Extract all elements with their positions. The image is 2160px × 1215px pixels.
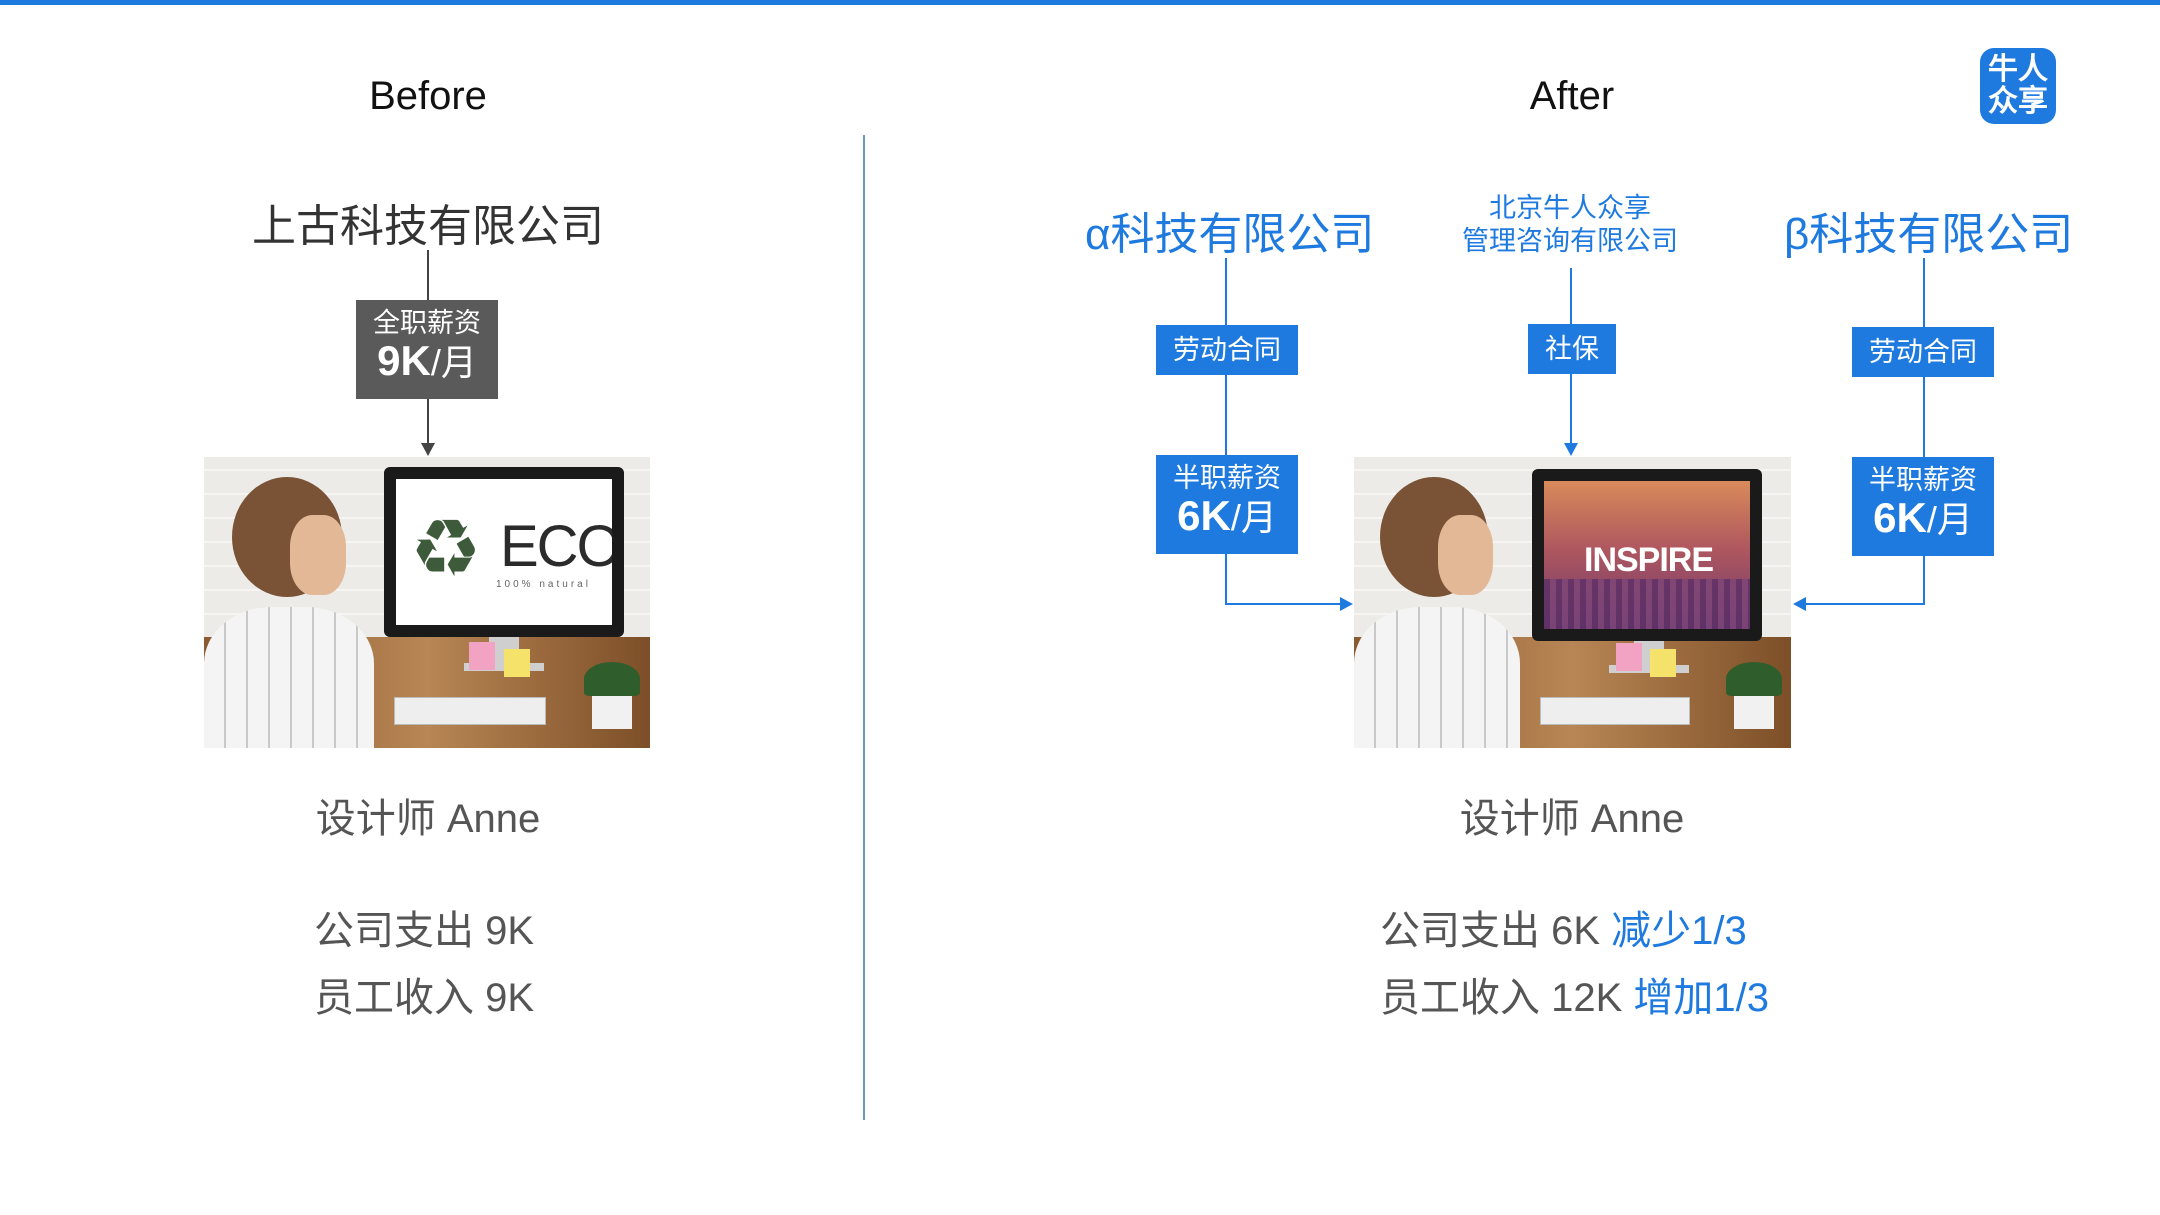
after-tag-left-contract: 劳动合同 — [1156, 325, 1298, 375]
after-left-line-2 — [1225, 375, 1227, 455]
after-salary-left-label: 半职薪资 — [1173, 463, 1281, 493]
after-screen-text: INSPIRE — [1584, 541, 1714, 579]
after-company-center: 北京牛人众享 管理咨询有限公司 — [1430, 192, 1710, 258]
after-center-line-2 — [1570, 374, 1572, 443]
before-screen-subtext: 100% natural — [496, 579, 591, 590]
before-salary-unit: /月 — [430, 342, 477, 383]
after-center-line-1 — [1570, 268, 1572, 326]
before-salary-amount: 9K — [377, 337, 431, 384]
after-company-beta: β科技有限公司 — [1784, 210, 2074, 259]
after-arrow-right — [1340, 597, 1353, 611]
before-arrow-down — [421, 443, 435, 456]
after-stat-income-change: 增加1/3 — [1633, 976, 1770, 1020]
after-company-center-line2: 管理咨询有限公司 — [1462, 226, 1678, 256]
before-stat-income: 员工收入 9K — [314, 976, 535, 1020]
logo-line-1: 牛人 — [1988, 53, 2048, 86]
after-person — [1354, 607, 1520, 748]
after-salary-right-box: 半职薪资 6K/月 — [1852, 457, 1994, 556]
before-connector-bottom — [427, 399, 429, 443]
after-left-line-1 — [1225, 258, 1227, 328]
after-salary-right-unit: /月 — [1926, 499, 1973, 540]
after-arrow-left — [1793, 597, 1806, 611]
after-stat-income: 员工收入 12K 增加1/3 — [1380, 965, 1769, 1023]
after-designer-photo: INSPIRE — [1354, 457, 1791, 748]
top-accent-bar — [0, 0, 2160, 5]
before-company-name: 上古科技有限公司 — [252, 202, 604, 251]
after-stat-expense-label: 公司支出 6K — [1380, 909, 1601, 953]
after-left-line-4 — [1225, 603, 1340, 605]
before-caption: 设计师 Anne — [315, 797, 541, 841]
after-salary-left-unit: /月 — [1230, 497, 1277, 538]
after-salary-right-label: 半职薪资 — [1869, 465, 1977, 495]
after-right-line-2 — [1923, 377, 1925, 457]
after-left-line-3 — [1225, 554, 1227, 604]
after-salary-left-box: 半职薪资 6K/月 — [1156, 455, 1298, 554]
after-right-line-4 — [1806, 603, 1925, 605]
before-screen-text: ECO — [500, 514, 612, 579]
after-salary-right-amount: 6K — [1873, 494, 1927, 541]
after-stat-expense: 公司支出 6K 减少1/3 — [1380, 898, 1747, 956]
recycle-icon: ♻ — [410, 504, 482, 593]
before-salary-box: 全职薪资 9K/月 — [356, 300, 498, 399]
heading-after: After — [1529, 74, 1615, 118]
before-person — [204, 607, 374, 748]
after-company-alpha: α科技有限公司 — [1085, 210, 1375, 259]
after-salary-left-amount: 6K — [1177, 492, 1231, 539]
after-stat-expense-change: 减少1/3 — [1611, 909, 1747, 953]
before-salary-label: 全职薪资 — [373, 308, 481, 338]
logo-line-2: 众享 — [1988, 85, 2048, 118]
after-stat-income-label: 员工收入 12K — [1380, 976, 1623, 1020]
after-company-center-line1: 北京牛人众享 — [1489, 193, 1651, 223]
after-tag-right-contract: 劳动合同 — [1852, 327, 1994, 377]
after-tag-center-insurance: 社保 — [1528, 324, 1616, 374]
before-stat-expense: 公司支出 9K — [314, 909, 535, 953]
before-designer-photo: ♻ ECO 100% natural — [204, 457, 650, 748]
after-right-line-3 — [1923, 556, 1925, 604]
heading-before: Before — [369, 74, 487, 118]
after-arrow-down — [1564, 443, 1578, 456]
after-caption: 设计师 Anne — [1459, 797, 1685, 841]
section-divider — [863, 135, 865, 1120]
after-monitor: INSPIRE — [1532, 469, 1762, 641]
after-right-line-1 — [1923, 258, 1925, 328]
before-monitor: ♻ ECO 100% natural — [384, 467, 624, 637]
before-connector-top — [427, 250, 429, 300]
brand-logo: 牛人 众享 — [1980, 48, 2056, 124]
